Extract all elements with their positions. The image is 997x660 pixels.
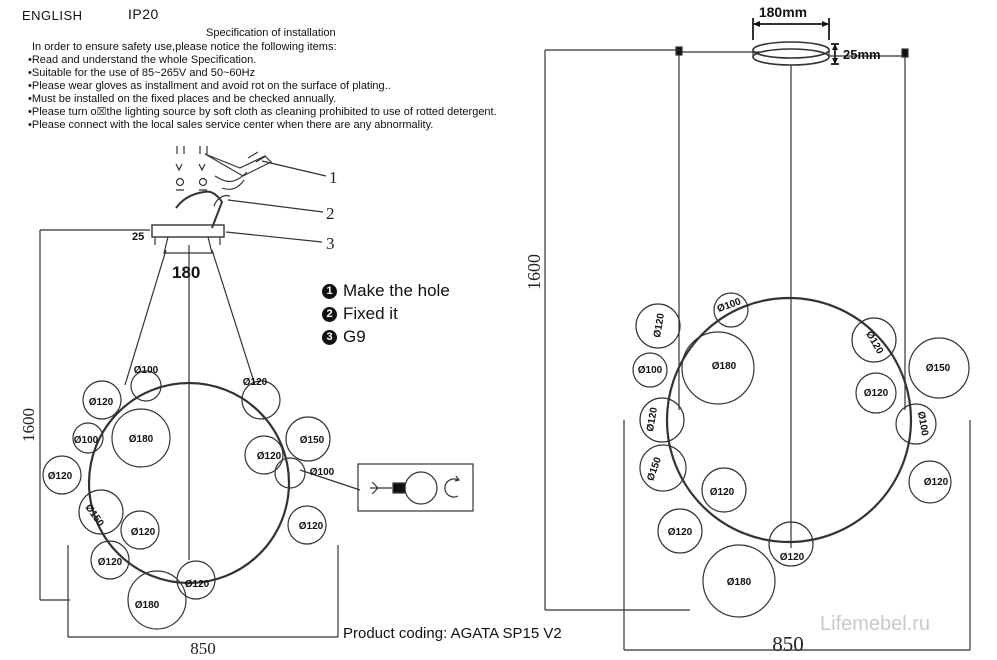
- globe-label: Ø120: [710, 487, 735, 498]
- language-label: ENGLISH: [22, 8, 83, 23]
- globe-label: Ø100: [74, 435, 99, 446]
- left-ring: [87, 381, 291, 585]
- right-canopy-width-dim: [752, 18, 830, 40]
- globe-label: Ø120: [257, 451, 282, 462]
- watermark: Lifemebel.ru: [820, 613, 931, 635]
- right-height-dimension: [544, 49, 690, 611]
- globe-label: Ø100: [310, 467, 335, 478]
- canopy-width-left: 180: [172, 263, 201, 282]
- right-canopy-height: 25mm: [843, 47, 881, 62]
- step-make-hole: 1 Make the hole: [322, 281, 450, 301]
- globe-label: Ø150: [83, 502, 106, 529]
- step-number: 3: [322, 329, 337, 345]
- globe-label: Ø120: [863, 329, 885, 356]
- callout-3: 3: [326, 234, 335, 253]
- globe-label: Ø180: [129, 434, 154, 445]
- step-label: Make the hole: [343, 281, 450, 300]
- detail-bulb-icon: [370, 471, 461, 505]
- callout-1: 1: [329, 168, 338, 187]
- globe-label: Ø100: [915, 411, 930, 437]
- right-side-cables: [678, 55, 906, 410]
- step-label: Fixed it: [343, 304, 398, 323]
- left-height-value: 1600: [19, 408, 38, 442]
- right-width-value: 850: [772, 632, 804, 656]
- right-anchor-right: [901, 48, 909, 58]
- globe-label: Ø100: [134, 365, 159, 376]
- globe-label: Ø150: [300, 435, 325, 446]
- step-label: G9: [343, 327, 366, 346]
- globe-label: Ø120: [780, 552, 805, 563]
- step-bulb-g9: 3 G9: [322, 327, 366, 347]
- globe-label: Ø180: [712, 361, 737, 372]
- globe-label: Ø100: [716, 296, 743, 315]
- right-canopy-base: [752, 48, 830, 66]
- globe-label: Ø120: [89, 397, 114, 408]
- spec-line: •Please wear gloves as installment and a…: [28, 80, 391, 92]
- globe-label: Ø120: [652, 312, 667, 338]
- callout-line-3: [225, 231, 323, 243]
- left-canopy-height: 25: [132, 231, 144, 243]
- spec-title: Specification of installation: [206, 27, 336, 39]
- ip-rating: IP20: [128, 6, 159, 22]
- globe-label: Ø120: [48, 471, 73, 482]
- left-cables: [124, 249, 256, 386]
- globe-label: Ø120: [185, 579, 210, 590]
- step-fixed-it: 2 Fixed it: [322, 304, 398, 324]
- left-width-dimension: [67, 545, 339, 638]
- globe-label: Ø120: [864, 388, 889, 399]
- right-canopy-width: 180mm: [759, 4, 807, 20]
- right-globe-labels: Ø100 Ø120 Ø180 Ø100 Ø120 Ø120 Ø150 Ø120 …: [638, 296, 951, 588]
- right-canopy: [752, 41, 830, 59]
- spec-line: •Please turn o☒the lighting source by so…: [28, 106, 497, 118]
- spec-line: •Please connect with the local sales ser…: [28, 119, 434, 131]
- left-mounting-hardware: [151, 146, 273, 254]
- globe-label: Ø150: [926, 363, 951, 374]
- spec-line: •Read and understand the whole Specifica…: [28, 54, 257, 66]
- step-number: 2: [322, 306, 337, 322]
- right-height-value: 1600: [524, 254, 544, 290]
- right-globes: [632, 292, 970, 618]
- detail-leader: [299, 469, 361, 491]
- globe-label: Ø150: [645, 455, 664, 482]
- globe-label: Ø100: [638, 365, 663, 376]
- globe-label: Ø120: [299, 521, 324, 532]
- right-width-dimension: [623, 420, 971, 651]
- callout-line-1: [261, 160, 327, 177]
- globe-label: Ø120: [668, 527, 693, 538]
- left-height-dimension: [39, 229, 150, 601]
- globe-label: Ø180: [727, 577, 752, 588]
- globe-label: Ø120: [98, 557, 123, 568]
- globe-label: Ø120: [131, 527, 156, 538]
- globe-label: Ø120: [645, 406, 660, 432]
- callout-line-2: [227, 199, 324, 213]
- spec-line: In order to ensure safety use,please not…: [32, 41, 337, 53]
- spec-line: •Must be installed on the fixed places a…: [28, 93, 337, 105]
- callout-2: 2: [326, 204, 335, 223]
- globe-label: Ø120: [243, 377, 268, 388]
- right-ring: [665, 296, 913, 544]
- spec-line: •Suitable for the use of 85~265V and 50~…: [28, 67, 256, 79]
- right-anchor-left: [675, 46, 683, 56]
- step-number: 1: [322, 283, 337, 299]
- product-coding: Product coding: AGATA SP15 V2: [343, 625, 562, 642]
- left-globes: [42, 370, 331, 630]
- left-width-value: 850: [190, 639, 216, 658]
- globe-label: Ø120: [924, 477, 949, 488]
- detail-box: [357, 463, 474, 512]
- globe-label: Ø180: [135, 600, 160, 611]
